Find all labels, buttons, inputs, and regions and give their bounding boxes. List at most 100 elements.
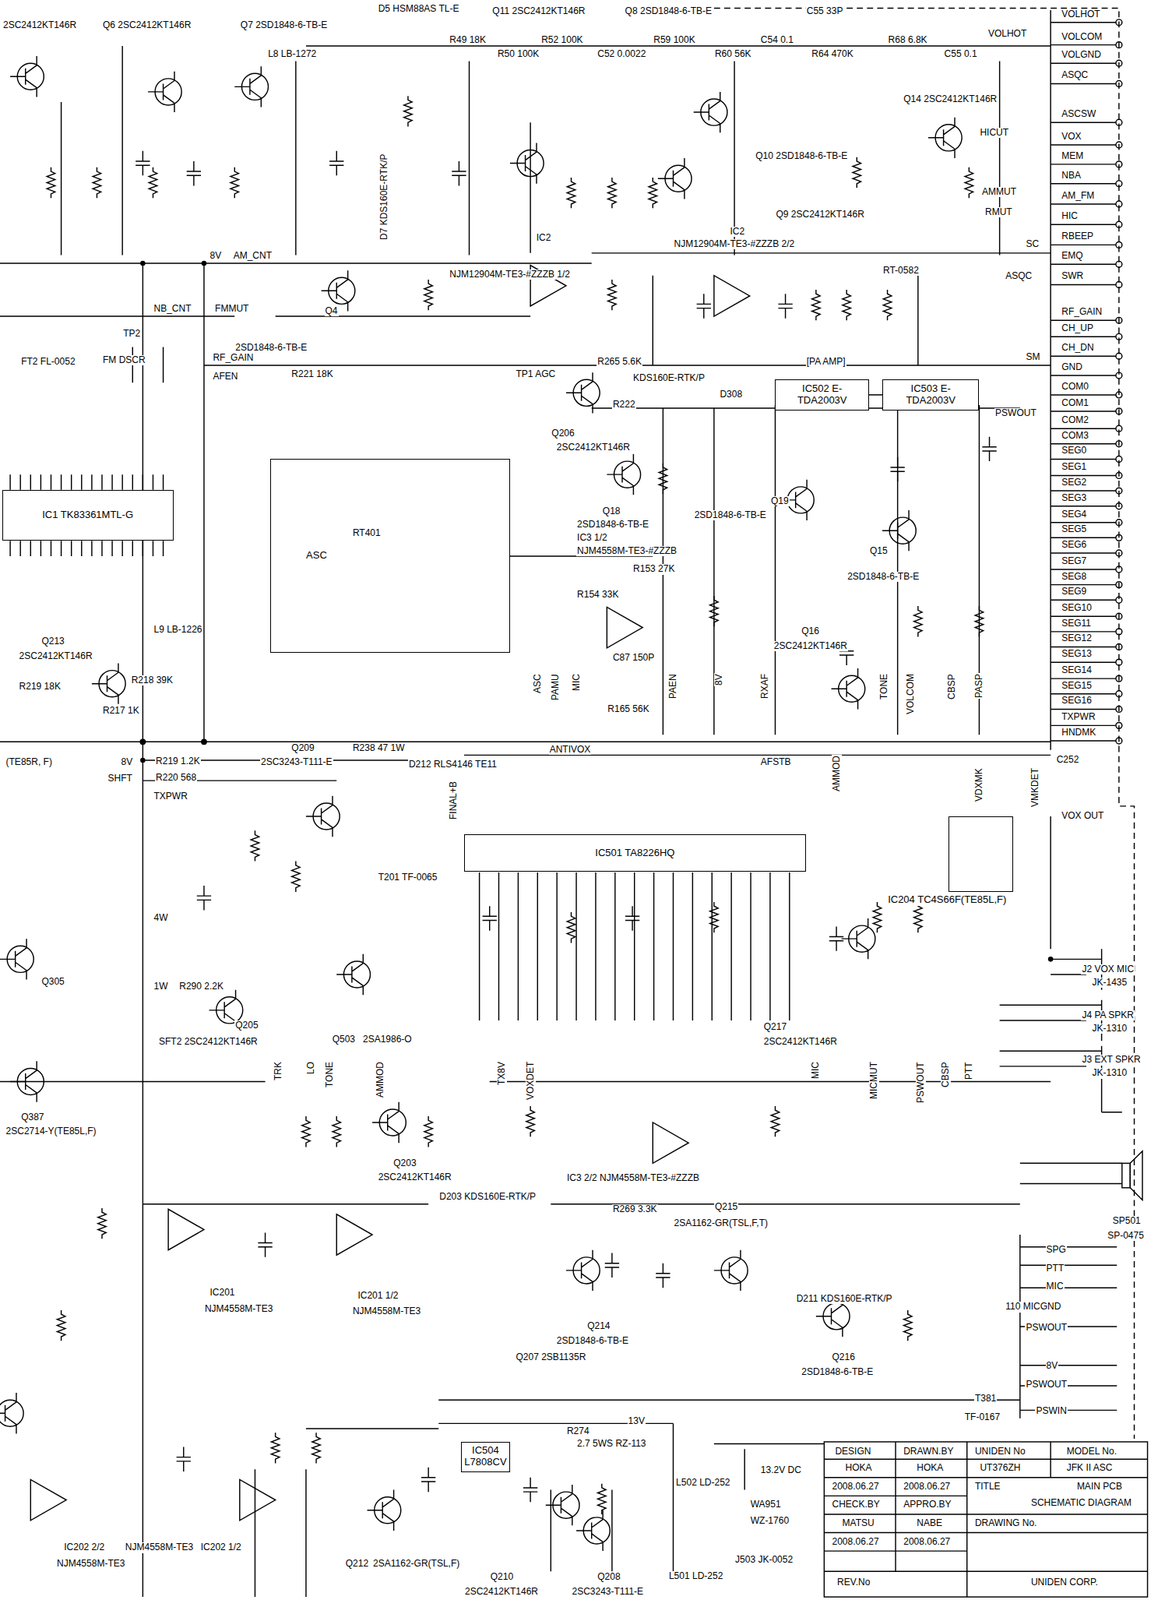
transistor-symbol bbox=[882, 510, 916, 551]
part-label: COM2 bbox=[1060, 415, 1090, 426]
part-label: 2008.06.27 bbox=[902, 1536, 951, 1547]
part-label: COM0 bbox=[1060, 381, 1090, 392]
signal-name: CBSP bbox=[940, 1061, 951, 1089]
ic-label: IC503 E-TDA2003V bbox=[886, 383, 975, 407]
part-label: 2SC2412KT146R bbox=[773, 640, 849, 652]
capacitor-symbol bbox=[329, 151, 344, 176]
signal-name: PSWOUT bbox=[915, 1061, 926, 1105]
part-label: TP2 bbox=[122, 328, 141, 339]
part-label: JK-1310 bbox=[1091, 1023, 1129, 1034]
transistor-symbol bbox=[0, 1392, 24, 1433]
part-label: RF_GAIN bbox=[211, 352, 254, 363]
part-label: Q209 bbox=[290, 742, 315, 754]
part-label: R269 3.3K bbox=[612, 1203, 659, 1215]
signal-name: TX8V bbox=[496, 1060, 507, 1086]
ic-label: IC504 L7808CV bbox=[464, 1444, 507, 1468]
resistor-symbol bbox=[250, 830, 259, 861]
signal-name: PASP bbox=[974, 672, 985, 699]
title-block bbox=[823, 1441, 1148, 1597]
part-label: Q210 bbox=[489, 1571, 514, 1582]
part-label: TF-0167 bbox=[964, 1411, 1001, 1422]
part-label: [PA AMP] bbox=[805, 356, 847, 367]
part-label: VOLHOT bbox=[987, 28, 1028, 39]
part-label: C252 bbox=[1055, 754, 1081, 765]
part-label: Q4 bbox=[324, 306, 339, 317]
transistor-symbol bbox=[510, 142, 544, 184]
part-label: DRAWN.BY bbox=[902, 1446, 954, 1457]
part-label: Q387 bbox=[20, 1112, 45, 1123]
transistor-symbol bbox=[693, 91, 728, 133]
part-label: VOLGND bbox=[1060, 49, 1102, 60]
resistor-symbol bbox=[974, 605, 983, 637]
capacitor-symbol bbox=[135, 151, 150, 176]
capacitor-symbol bbox=[523, 1477, 538, 1502]
part-label: FMMUT bbox=[214, 303, 250, 314]
part-label: CH_UP bbox=[1060, 323, 1095, 334]
part-label: R238 47 1W bbox=[351, 742, 406, 754]
part-label: APPRO.BY bbox=[902, 1499, 952, 1510]
ic-box: IC502 E-TDA2003V bbox=[774, 379, 870, 410]
part-label: NJM12904M-TE3-#ZZZB 1/2 bbox=[448, 269, 571, 280]
part-label: SEG10 bbox=[1060, 602, 1093, 613]
part-label: IC202 1/2 bbox=[200, 1541, 243, 1553]
part-label: RT-0582 bbox=[882, 265, 920, 276]
part-label: Q8 2SD1848-6-TB-E bbox=[624, 6, 713, 17]
part-label: SEG9 bbox=[1060, 586, 1088, 597]
part-label: NJM4558M-TE3-#ZZZB bbox=[576, 545, 678, 557]
part-label: Q11 2SC2412KT146R bbox=[491, 6, 586, 17]
connector-pins bbox=[1050, 19, 1123, 744]
title-block-grid bbox=[823, 1441, 1148, 1597]
part-label: AM_FM bbox=[1060, 190, 1095, 201]
part-label: Q214 bbox=[586, 1320, 611, 1331]
part-label: 8V bbox=[120, 756, 134, 768]
part-label: 2SC3243-T111-E bbox=[571, 1586, 645, 1597]
wire bbox=[0, 10, 1123, 1597]
part-label: SEG8 bbox=[1060, 571, 1088, 582]
part-label: 13V bbox=[627, 1415, 646, 1426]
part-label: R221 18K bbox=[290, 369, 334, 380]
part-label: SFT2 2SC2412KT146R bbox=[158, 1036, 259, 1047]
part-label: R60 56K bbox=[714, 49, 753, 60]
part-label: SP-0475 bbox=[1106, 1230, 1145, 1241]
part-label: R154 33K bbox=[576, 589, 620, 600]
capacitor-symbol bbox=[482, 905, 497, 930]
part-label: SEG14 bbox=[1060, 665, 1093, 676]
transistor-symbol bbox=[367, 1489, 402, 1531]
part-label: DESIGN bbox=[834, 1446, 872, 1457]
part-label: ASCSW bbox=[1060, 109, 1097, 120]
part-label: SEG2 bbox=[1060, 477, 1088, 488]
part-label: SWR bbox=[1060, 271, 1085, 282]
part-label: TXPWR bbox=[1060, 711, 1096, 722]
part-label: HOKA bbox=[844, 1462, 873, 1473]
part-label: 2008.06.27 bbox=[831, 1481, 880, 1492]
part-label: SM bbox=[1024, 351, 1041, 363]
part-label: C87 150P bbox=[612, 652, 655, 663]
part-label: R59 100K bbox=[652, 35, 696, 46]
part-label: J3 EXT SPKR bbox=[1080, 1054, 1141, 1065]
signal-name: MIC bbox=[571, 672, 582, 692]
part-label: SPG bbox=[1045, 1244, 1067, 1255]
ic-label: ASC bbox=[306, 549, 328, 562]
transistor-symbol bbox=[606, 454, 641, 495]
capacitor-symbol bbox=[421, 1467, 436, 1492]
part-label: FT2 FL-0052 bbox=[20, 356, 76, 367]
part-label: T381 bbox=[974, 1393, 997, 1404]
part-label: IC2 bbox=[535, 232, 553, 243]
part-label: R64 470K bbox=[810, 49, 854, 60]
resistor-symbol bbox=[648, 177, 657, 208]
part-label: Q215 bbox=[714, 1201, 739, 1212]
part-label: Q217 bbox=[763, 1021, 788, 1032]
transistor-symbol bbox=[714, 1249, 748, 1291]
transistor-symbol bbox=[91, 662, 126, 704]
signal-name: TRK bbox=[273, 1060, 284, 1081]
part-label: IC202 2/2 bbox=[63, 1541, 106, 1553]
capacitor-symbol bbox=[696, 293, 711, 318]
signal-name: VMKDET bbox=[1030, 767, 1041, 808]
signal-name: VOLCOM bbox=[905, 672, 916, 715]
part-label: HICUT bbox=[978, 127, 1010, 138]
resistor-symbol bbox=[770, 1105, 779, 1137]
wire-connector bbox=[869, 394, 883, 396]
part-label: 2SD1848-6-TB-E bbox=[556, 1335, 630, 1346]
part-label: R52 100K bbox=[540, 35, 584, 46]
part-label: ASQC bbox=[1060, 70, 1089, 81]
